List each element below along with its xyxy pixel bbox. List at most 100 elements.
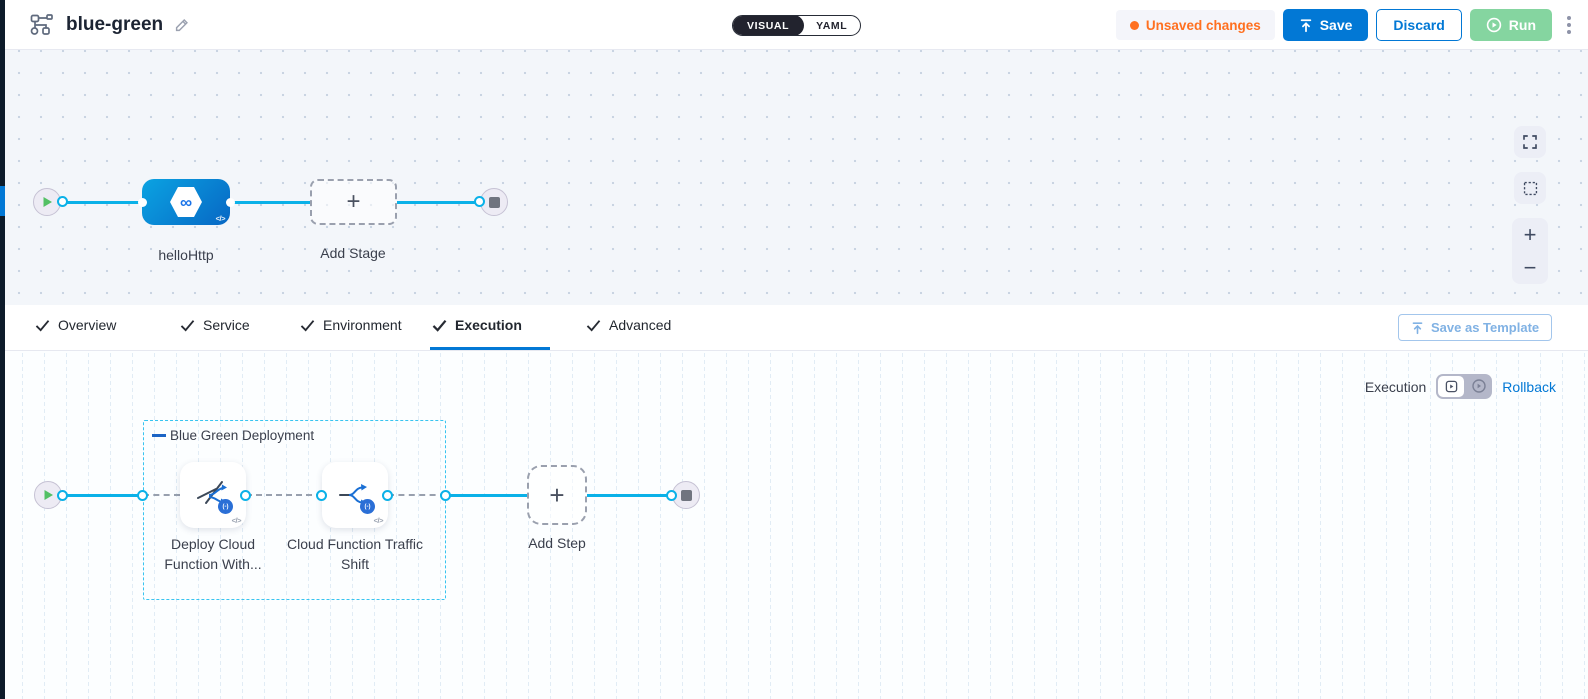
toggle-yaml[interactable]: YAML <box>816 19 848 32</box>
link-port[interactable] <box>57 490 68 501</box>
connector-line <box>47 200 142 204</box>
run-play-icon <box>1486 17 1501 33</box>
tab-advanced[interactable]: Advanced <box>586 317 671 333</box>
deploy-cloud-function-icon <box>197 481 227 505</box>
step-cloud-function-traffic-shift[interactable]: (-) </> <box>322 462 388 528</box>
sidebar-active-indicator <box>0 186 5 216</box>
tab-label: Execution <box>455 317 522 333</box>
tab-execution[interactable]: Execution <box>432 317 522 333</box>
stage-label: helloHttp <box>158 247 214 263</box>
visual-yaml-toggle: VISUAL YAML <box>732 15 862 36</box>
save-label: Save <box>1319 17 1353 33</box>
step-label: Cloud Function Traffic Shift <box>287 536 423 572</box>
execution-mode-label: Execution <box>1364 378 1427 395</box>
link-port[interactable] <box>382 490 393 501</box>
edit-pencil-icon[interactable] <box>173 16 191 34</box>
execution-rollback-bar: Execution Rollback <box>1365 374 1556 399</box>
play-icon <box>43 197 52 207</box>
save-as-template-label: Save as Template <box>1431 320 1540 335</box>
check-icon <box>300 319 315 332</box>
stage-node-hellohttp[interactable]: ∞ </> <box>142 179 230 225</box>
pipeline-title: blue-green <box>66 14 164 35</box>
connector-line-dashed <box>143 494 180 496</box>
run-label: Run <box>1508 17 1536 33</box>
link-port[interactable] <box>440 490 451 501</box>
link-port[interactable] <box>137 490 148 501</box>
step-group-label: Blue Green Deployment <box>152 428 314 443</box>
marquee-selection-icon <box>1523 181 1537 195</box>
stage-graph-canvas[interactable]: ∞ </> helloHttp + Add Stage + − <box>0 50 1588 305</box>
add-stage-button[interactable]: + <box>310 179 397 225</box>
unsaved-changes-badge: Unsaved changes <box>1115 10 1275 40</box>
tab-label: Advanced <box>609 317 672 333</box>
more-options-kebab-icon[interactable] <box>1560 9 1578 41</box>
step-label: Deploy Cloud Function With... <box>164 536 262 572</box>
stop-icon <box>488 196 500 208</box>
add-step-button[interactable]: + <box>527 465 587 525</box>
connector-line <box>587 493 672 497</box>
check-icon <box>180 319 195 332</box>
active-tab-underline <box>430 347 550 350</box>
group-collapse-handle[interactable] <box>152 434 166 437</box>
play-icon <box>44 490 53 500</box>
execution-graph-canvas[interactable]: Execution Rollback <box>0 350 1588 699</box>
zoom-controls: + − <box>1512 218 1548 284</box>
plus-icon: + <box>346 188 361 215</box>
link-port[interactable] <box>316 490 327 501</box>
add-stage-label: Add Stage <box>320 245 386 261</box>
connector-line <box>230 200 312 204</box>
link-port[interactable] <box>666 490 677 501</box>
rollback-link[interactable]: Rollback <box>1502 378 1556 395</box>
run-button[interactable]: Run <box>1469 9 1552 41</box>
tab-service[interactable]: Service <box>180 317 250 333</box>
fullscreen-icon <box>1523 135 1537 149</box>
link-port[interactable] <box>240 490 251 501</box>
rollback-steps-icon <box>1471 378 1487 399</box>
unsaved-changes-label: Unsaved changes <box>1145 17 1261 33</box>
code-badge-icon: </> <box>215 214 226 223</box>
save-as-template-button[interactable]: Save as Template <box>1398 314 1553 341</box>
execution-toggle-knob <box>1438 376 1465 397</box>
stage-port[interactable] <box>226 198 235 207</box>
tab-label: Environment <box>323 317 402 333</box>
zoom-out-button[interactable]: − <box>1523 254 1537 280</box>
code-badge-icon: </> <box>231 516 242 525</box>
discard-button[interactable]: Discard <box>1376 9 1462 41</box>
tab-label: Service <box>203 317 250 333</box>
save-button[interactable]: Save <box>1282 9 1369 41</box>
execution-rollback-toggle[interactable] <box>1436 374 1493 399</box>
group-label-text: Blue Green Deployment <box>170 428 315 443</box>
connector-line-dashed <box>388 494 446 496</box>
upload-icon <box>1412 321 1423 334</box>
marquee-select-button[interactable] <box>1514 172 1546 204</box>
add-step-label: Add Step <box>528 535 586 551</box>
stop-icon <box>680 489 692 501</box>
connector-line <box>48 493 143 497</box>
tab-environment[interactable]: Environment <box>300 317 402 333</box>
execution-steps-icon <box>1445 380 1458 393</box>
function-badge-icon: (-) <box>218 499 233 514</box>
cloud-functions-icon: ∞ <box>170 186 202 218</box>
connector-line <box>397 200 482 204</box>
step-deploy-cloud-function[interactable]: (-) </> <box>180 462 246 528</box>
step-group-blue-green-deployment[interactable] <box>143 420 446 600</box>
stage-tabs: Overview Service Environment Execution A… <box>0 305 1588 350</box>
link-port[interactable] <box>57 196 68 207</box>
tab-overview[interactable]: Overview <box>35 317 116 333</box>
check-icon <box>35 319 50 332</box>
fullscreen-button[interactable] <box>1514 126 1546 158</box>
upload-icon <box>1300 18 1311 32</box>
pipeline-icon <box>30 14 56 36</box>
unsaved-dot-icon <box>1129 20 1139 30</box>
toggle-visual[interactable]: VISUAL <box>733 16 805 35</box>
link-port[interactable] <box>474 196 485 207</box>
function-badge-icon: (-) <box>360 499 375 514</box>
check-icon <box>586 319 601 332</box>
connector-line <box>446 493 527 497</box>
zoom-in-button[interactable]: + <box>1523 221 1537 247</box>
check-icon <box>432 319 447 332</box>
header-bar: blue-green VISUAL YAML Unsaved changes S… <box>0 0 1588 50</box>
tab-label: Overview <box>58 317 117 333</box>
stage-port[interactable] <box>138 198 147 207</box>
collapsed-sidebar-strip[interactable] <box>0 0 5 699</box>
